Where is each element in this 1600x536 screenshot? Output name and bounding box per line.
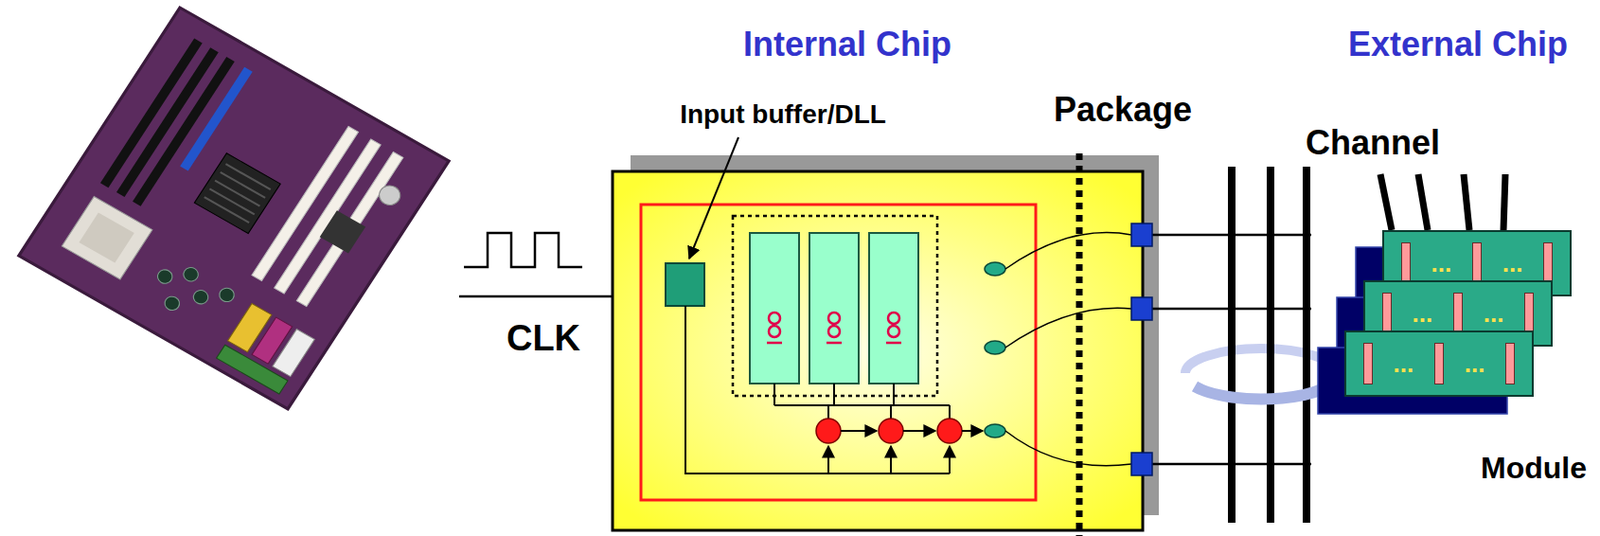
part-label: Channel (1305, 123, 1440, 162)
part-label: Module (1480, 450, 1587, 486)
data-bus (774, 383, 950, 419)
ellipsis-text: ... (1502, 250, 1524, 276)
output-driver (984, 262, 1006, 276)
leader-line (689, 137, 739, 259)
module-wire (1463, 174, 1470, 231)
output-driver (984, 424, 1006, 438)
chip-bar (1472, 242, 1482, 285)
cell-symbol (886, 312, 902, 343)
pci-slot (296, 151, 403, 306)
module-wire (1380, 174, 1392, 231)
board (18, 7, 449, 409)
port (272, 329, 315, 377)
chip-bar (1505, 342, 1515, 385)
pipeline-arrow (903, 429, 936, 432)
capacitor (190, 287, 211, 307)
cpu-socket (61, 196, 153, 280)
section-heading: External Chip (1348, 24, 1568, 64)
bond-wire (1005, 307, 1132, 348)
signal-name: CLK (506, 318, 581, 360)
clock-waveform (463, 232, 583, 267)
clock-tree (685, 305, 950, 474)
pipeline-arrow (961, 429, 983, 432)
memory-array-boundary (732, 215, 938, 396)
cell-symbol (826, 312, 842, 343)
package-boundary (1076, 153, 1084, 536)
clock-arrow (889, 445, 892, 474)
motherboard (18, 7, 449, 409)
rotation-swoosh (1194, 373, 1337, 399)
memory-bank (809, 232, 859, 384)
heatsink (194, 153, 281, 234)
pipeline-latch (937, 418, 962, 444)
ellipsis-text: ... (1412, 301, 1434, 326)
channel-line (1266, 166, 1275, 523)
io-pad (1131, 452, 1153, 476)
cell-symbol (766, 312, 783, 343)
pipeline-arrow (840, 429, 877, 432)
chip-bar (1453, 292, 1463, 335)
callout-label: Input buffer/DLL (679, 99, 887, 130)
ellipsis-text: ... (1464, 351, 1486, 376)
memory-bank (869, 232, 919, 384)
chip-bar (1382, 292, 1392, 335)
capacitor (216, 284, 237, 304)
chip-body (612, 171, 1143, 531)
chip-bar (1363, 342, 1373, 385)
chip-bar (1434, 342, 1444, 385)
io-pad (1131, 223, 1153, 247)
memory-bank (749, 232, 800, 384)
chip-bar (1524, 292, 1534, 335)
ide-slot (179, 67, 253, 172)
memory-module: ...... (1344, 330, 1534, 397)
output-driver (984, 340, 1006, 355)
chipset (320, 210, 366, 253)
chip-bar (1543, 242, 1553, 285)
ellipsis-text: ... (1393, 351, 1415, 376)
ellipsis-text: ... (1483, 301, 1505, 326)
bond-wire (1005, 430, 1132, 466)
bond-wire (1005, 232, 1132, 269)
port (216, 344, 288, 394)
core-boundary (640, 204, 1036, 500)
io-pad (1131, 297, 1153, 320)
channel-line (1227, 166, 1236, 523)
pipeline-latch (816, 418, 841, 444)
capacitor (155, 266, 176, 286)
socket-grid (78, 212, 134, 263)
dll-block (665, 263, 705, 306)
module-wire (1418, 174, 1428, 231)
capacitor (180, 265, 201, 285)
region-label: Package (1053, 89, 1192, 129)
section-heading: Internal Chip (743, 24, 952, 64)
clock-arrow (948, 445, 951, 474)
capacitor (161, 293, 182, 313)
channel-line (1302, 166, 1311, 523)
pipeline-latch (878, 418, 904, 444)
heatsink-fins (204, 163, 271, 223)
battery (375, 181, 405, 209)
clock-arrow (827, 445, 830, 474)
ellipsis-text: ... (1431, 250, 1453, 276)
chip-bar (1401, 242, 1411, 285)
rotation-swoosh (1185, 348, 1337, 374)
dimm-slot (116, 47, 219, 197)
module-wire (1503, 174, 1506, 231)
